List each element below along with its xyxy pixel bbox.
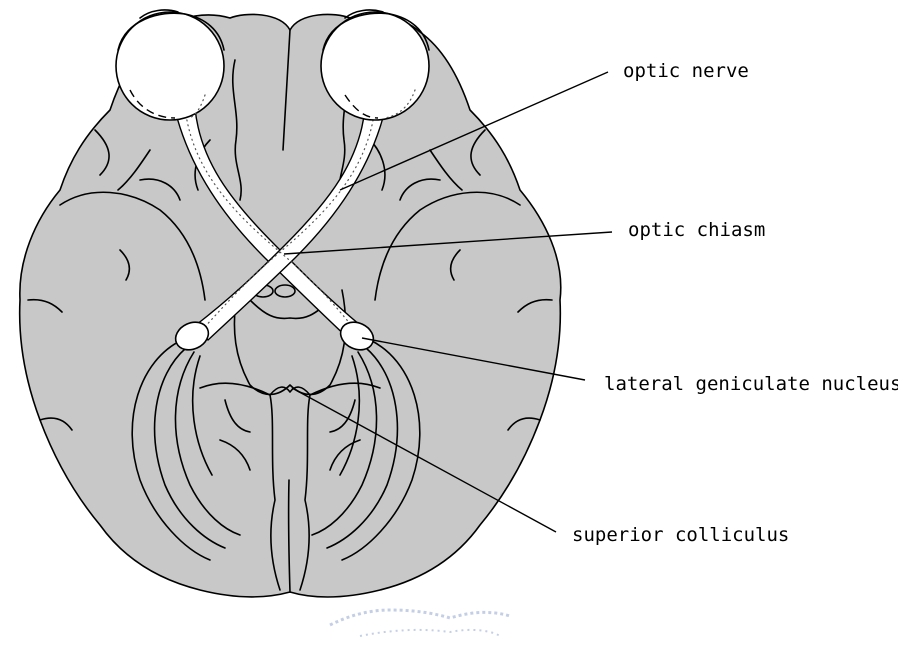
eye-left: [116, 10, 224, 120]
label-optic-chiasm: optic chiasm: [628, 219, 765, 241]
watermark-logo: [330, 610, 510, 636]
label-optic-nerve: optic nerve: [623, 60, 749, 82]
label-superior-colliculus: superior colliculus: [572, 524, 789, 546]
label-lateral-geniculate-nucleus: lateral geniculate nucleus: [604, 373, 898, 395]
eye-right: [321, 10, 429, 120]
brain-silhouette: [20, 14, 561, 597]
